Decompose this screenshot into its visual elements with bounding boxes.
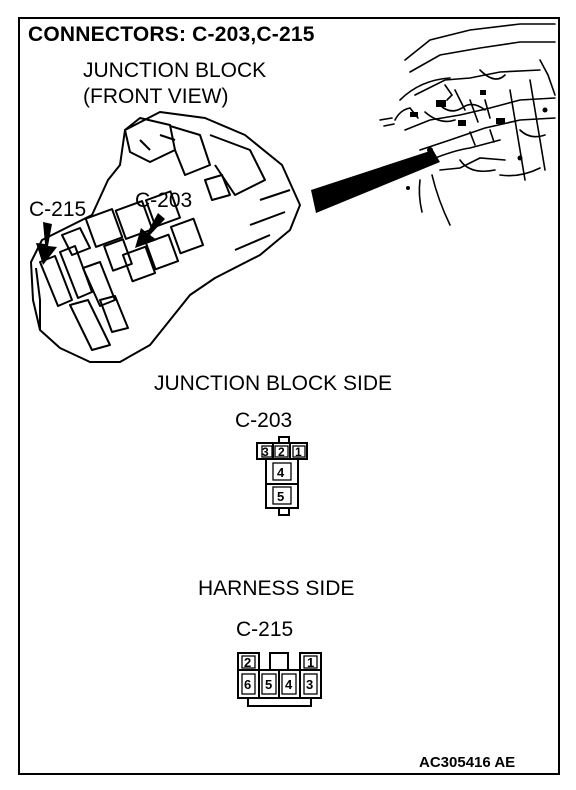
c203-pin-3: 3 <box>262 445 269 459</box>
c215-connector-face <box>237 652 322 707</box>
c203-connector-face <box>256 436 308 516</box>
c203-pin-2: 2 <box>278 445 285 459</box>
c215-pin-1: 1 <box>307 655 314 670</box>
c215-pin-3: 3 <box>306 677 313 692</box>
c203-connector-name: C-203 <box>235 409 293 432</box>
c215-pin-2: 2 <box>244 655 251 670</box>
view-heading: JUNCTION BLOCK <box>83 59 267 82</box>
junction-block-side-heading: JUNCTION BLOCK SIDE <box>154 372 393 395</box>
junction-block-illustration <box>30 111 301 363</box>
c215-pin-4: 4 <box>285 677 293 692</box>
harness-side-heading: HARNESS SIDE <box>198 577 355 600</box>
figure-code: AC305416 AE <box>419 754 516 771</box>
c215-callout-label: C-215 <box>29 198 87 221</box>
c203-pin-5: 5 <box>277 489 284 504</box>
c203-pin-4: 4 <box>277 465 285 480</box>
c215-pin-5: 5 <box>265 677 272 692</box>
vehicle-location-fills <box>406 90 548 190</box>
c203-pin-1: 1 <box>295 445 302 459</box>
figure-border <box>18 17 560 775</box>
c203-callout-label: C-203 <box>135 189 193 212</box>
vehicle-location-illustration <box>379 23 556 226</box>
c215-pointer-arrow <box>36 222 57 265</box>
view-subheading: (FRONT VIEW) <box>83 85 229 108</box>
c215-connector-name: C-215 <box>236 618 294 641</box>
location-wedge <box>311 150 440 213</box>
diagram-title: CONNECTORS: C-203,C-215 <box>28 23 315 46</box>
c203-pointer-arrow <box>135 213 165 248</box>
c215-pin-6: 6 <box>244 677 251 692</box>
